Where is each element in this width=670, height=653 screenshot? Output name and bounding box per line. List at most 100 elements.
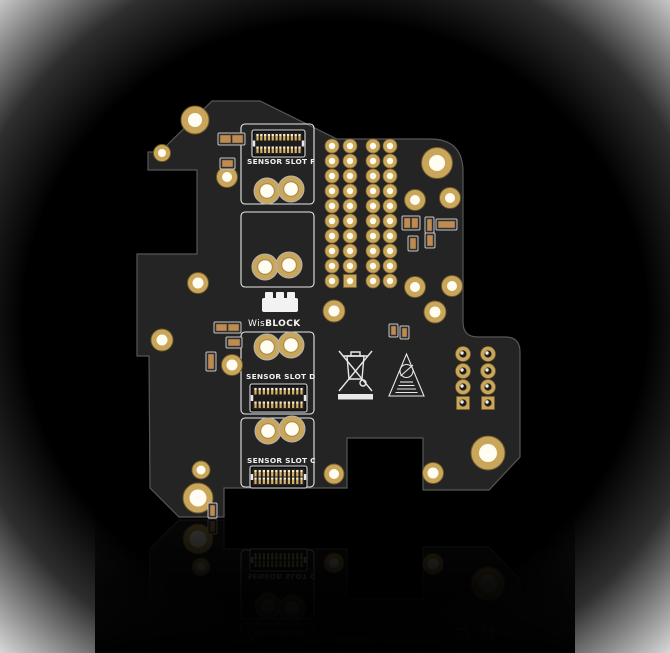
- pad-hole: [369, 247, 377, 255]
- connector-pin: [254, 388, 257, 395]
- connector-pin: [271, 146, 274, 153]
- pad-hole: [346, 262, 354, 270]
- pad-hole: [261, 424, 275, 438]
- connector-pin: [256, 146, 259, 153]
- connector-pin: [256, 134, 259, 141]
- smd-component: [217, 132, 246, 146]
- pad-hole: [386, 277, 394, 285]
- smd-component: [207, 502, 218, 519]
- connector-pin: [264, 134, 267, 141]
- connector-pin-tip: [254, 470, 257, 472]
- pad-hole: [410, 282, 420, 292]
- io-pad-glint: [460, 384, 464, 388]
- connector-pin-tip: [264, 134, 267, 136]
- sensor-slot-c-connector: [249, 465, 308, 489]
- connector-pin-tip: [271, 477, 274, 480]
- mounting-hole-bore: [479, 444, 497, 462]
- connector-pin-tip: [267, 134, 271, 136]
- pad-hole: [328, 172, 336, 180]
- silkscreen-box: [240, 123, 315, 205]
- connector-pin-tip: [258, 388, 261, 390]
- connector-pin: [275, 146, 278, 153]
- connector-pin-tip: [262, 470, 265, 472]
- pad-hole: [156, 334, 168, 346]
- connector-pin-tip: [254, 477, 257, 480]
- connector-pin-tip: [271, 388, 274, 390]
- pad-hole: [226, 359, 238, 371]
- smd-chip-body: [222, 160, 233, 167]
- connector-pin-tip: [262, 388, 265, 390]
- connector-pin-tip: [275, 477, 278, 480]
- connector-pin: [271, 134, 274, 141]
- pad-hole: [369, 202, 377, 210]
- mounting-hole-bore: [188, 113, 202, 127]
- connector-pin: [298, 134, 301, 141]
- connector-pin: [275, 134, 278, 141]
- sensor-slot-d-connector: [249, 383, 308, 413]
- connector-pin: [292, 477, 295, 484]
- reflection-fade: [95, 519, 575, 653]
- connector-pin-tip: [266, 388, 270, 390]
- connector-pin-tip: [275, 146, 278, 149]
- pad-hole: [386, 247, 394, 255]
- connector-pin: [275, 388, 278, 395]
- pad-hole: [346, 142, 354, 150]
- connector-pin: [290, 146, 293, 153]
- pad-hole: [328, 202, 336, 210]
- connector-latch: [250, 474, 254, 480]
- smd-chip-body: [438, 221, 455, 228]
- pad-hole: [369, 232, 377, 240]
- connector-pin-tip: [286, 146, 290, 149]
- connector-pin: [287, 401, 291, 408]
- connector-pin-tip: [292, 477, 295, 480]
- connector-pin: [296, 477, 299, 484]
- pad-hole: [447, 281, 457, 291]
- connector-pin-tip: [283, 401, 286, 404]
- connector-pin-tip: [287, 477, 291, 480]
- wisblock-logo-icon: [262, 292, 298, 312]
- smd-component: [407, 235, 419, 252]
- connector-pin-tip: [292, 470, 295, 472]
- connector-latch: [250, 395, 254, 401]
- pad-hole: [328, 217, 336, 225]
- connector-pin-tip: [296, 477, 299, 480]
- pad-hole: [386, 142, 394, 150]
- connector-pin-tip: [275, 470, 278, 472]
- connector-pin-tip: [254, 388, 257, 390]
- connector-pin: [262, 401, 265, 408]
- pad-hole: [386, 232, 394, 240]
- smd-component: [424, 216, 435, 234]
- connector-pin-tip: [294, 146, 297, 149]
- connector-pin: [287, 470, 291, 477]
- pad-hole: [386, 262, 394, 270]
- connector-pin: [275, 470, 278, 477]
- smd-chip-body: [404, 218, 411, 228]
- pad-hole: [329, 469, 339, 479]
- connector-pin-tip: [275, 388, 278, 390]
- connector-pin-tip: [266, 401, 270, 404]
- connector-pin-tip: [260, 134, 263, 136]
- connector-pin-tip: [275, 401, 278, 404]
- connector-pin: [266, 477, 270, 484]
- connector-pin: [287, 388, 291, 395]
- pad-hole: [284, 338, 298, 352]
- smd-chip-body: [427, 235, 433, 246]
- connector-pin: [294, 134, 297, 141]
- connector-pin-tip: [292, 401, 295, 404]
- connector-pin: [279, 388, 282, 395]
- connector-pin-tip: [258, 401, 261, 404]
- smd-chip-body: [208, 354, 214, 369]
- connector-pin-tip: [258, 470, 261, 472]
- pad-hole: [346, 157, 354, 165]
- connector-pin: [258, 388, 261, 395]
- smd-component: [205, 351, 217, 372]
- connector-pin: [262, 388, 265, 395]
- connector-pin-tip: [279, 146, 282, 149]
- pad-hole: [260, 340, 274, 354]
- pad-hole: [328, 277, 336, 285]
- smd-component: [435, 218, 458, 231]
- pad-hole: [328, 232, 336, 240]
- weee-bin-icon: [338, 350, 373, 400]
- pad-hole: [386, 187, 394, 195]
- connector-pin: [279, 146, 282, 153]
